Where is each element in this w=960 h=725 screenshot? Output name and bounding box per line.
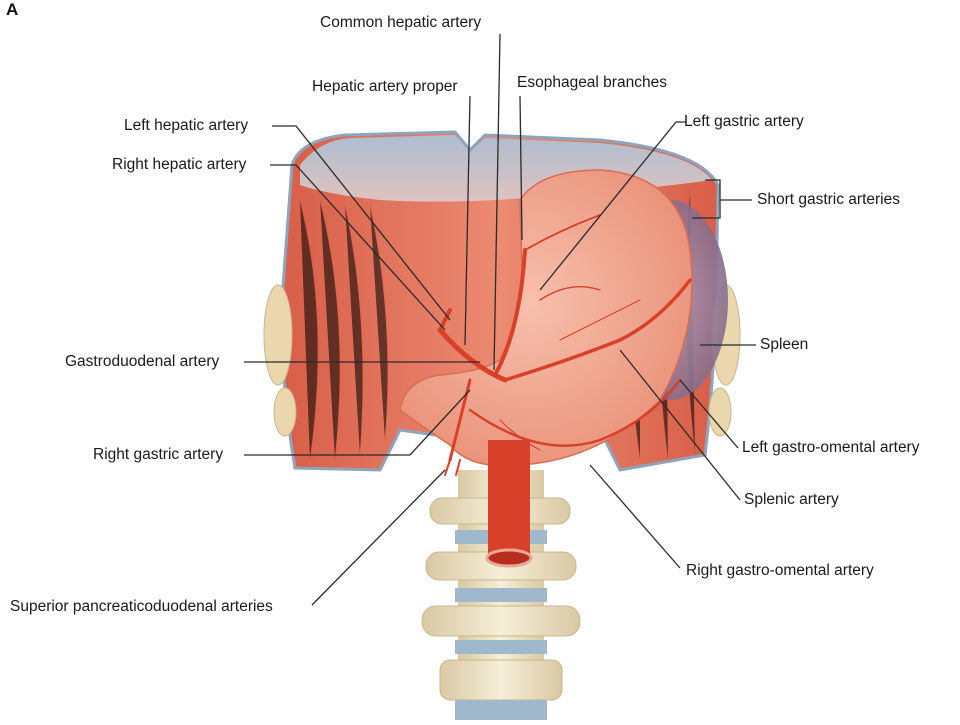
label-splenic-artery: Splenic artery [744,491,839,508]
leader-left-hepatic [272,125,451,321]
aorta [485,440,533,568]
leader-superior-pancreaticoduodenal [311,469,446,606]
leader-splenic [619,349,741,501]
label-superior-pancreaticoduodenal-arteries: Superior pancreaticoduodenal arteries [10,598,273,615]
panel-letter: A [6,0,19,19]
label-right-hepatic-artery: Right hepatic artery [112,156,247,173]
label-hepatic-artery-proper: Hepatic artery proper [312,78,458,95]
leader-left-gastro-omental [679,379,739,449]
label-short-gastric-arteries: Short gastric arteries [757,191,900,208]
label-left-gastro-omental-artery: Left gastro-omental artery [742,439,920,456]
leader-short-gastric-a [705,179,752,201]
arteries [437,214,692,476]
label-spleen: Spleen [760,336,809,353]
label-left-gastric-artery: Left gastric artery [684,113,804,130]
leader-left-gastric [539,121,686,291]
label-left-hepatic-artery: Left hepatic artery [124,117,249,134]
leader-short-gastric-b [692,200,721,219]
label-right-gastro-omental-artery: Right gastro-omental artery [686,562,874,579]
label-right-gastric-artery: Right gastric artery [93,446,224,463]
leader-common-hepatic [493,33,501,371]
leader-right-gastric [244,389,471,456]
label-gastroduodenal-artery: Gastroduodenal artery [65,353,220,370]
label-esophageal-branches: Esophageal branches [517,74,667,91]
leader-hepatic-proper [464,95,471,346]
leader-right-gastro-omental [589,464,681,569]
leader-esophageal [519,95,523,241]
label-common-hepatic-artery: Common hepatic artery [320,14,482,31]
leader-right-hepatic [270,164,446,331]
